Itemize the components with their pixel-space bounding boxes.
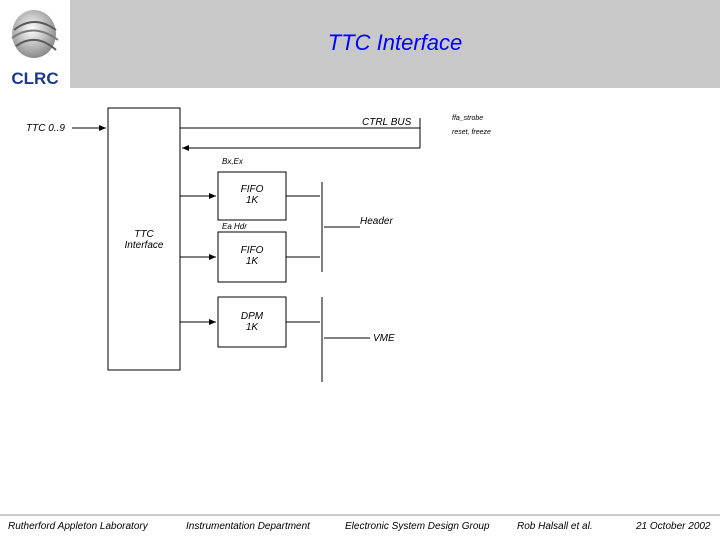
dpm-line1: DPM <box>240 311 264 322</box>
clrc-logo-graphic: CLRC <box>11 10 59 88</box>
header-band <box>0 0 720 88</box>
ttc-interface-label: TTC Interface <box>108 229 180 251</box>
vme-label: VME <box>373 333 395 344</box>
reset-freeze-label: reset, freeze <box>452 129 491 136</box>
footer-author: Rob Halsall et al. <box>517 521 593 532</box>
fifo1-line1: FIFO <box>240 184 264 195</box>
footer-group: Electronic System Design Group <box>345 521 490 532</box>
header-label: Header <box>360 216 393 227</box>
footer-dept: Instrumentation Department <box>186 521 310 532</box>
dpm-label: DPM 1K <box>218 311 286 333</box>
globe-icon <box>12 10 56 58</box>
footer-date: 21 October 2002 <box>636 521 711 532</box>
ctrl-bus-label: CTRL BUS <box>362 117 412 128</box>
ttc-input-label: TTC 0..9 <box>26 123 65 134</box>
globe-swirl <box>11 29 59 41</box>
fifo1-line2: 1K <box>245 195 259 206</box>
bx-ex-label: Bx,Ex <box>222 157 243 166</box>
ttc-interface-block <box>107 107 181 371</box>
fifo2-label: FIFO 1K <box>218 245 286 267</box>
globe-swirl <box>15 39 57 51</box>
globe-swirl <box>13 21 57 31</box>
ffa-strobe-label: ffa_strobe <box>452 115 484 122</box>
dpm-line2: 1K <box>245 322 259 333</box>
logo-text: CLRC <box>11 69 58 88</box>
fifo2-line1: FIFO <box>240 245 264 256</box>
clrc-logo: CLRC <box>0 0 70 88</box>
fifo1-label: FIFO 1K <box>218 184 286 206</box>
fifo2-line2: 1K <box>245 256 259 267</box>
ttc-interface-line1: TTC <box>134 229 154 240</box>
page-title: TTC Interface <box>327 30 463 55</box>
footer-lab: Rutherford Appleton Laboratory <box>8 521 148 532</box>
ttc-interface-line2: Interface <box>124 240 164 251</box>
ea-hdr-label: Ea Hdr <box>222 222 247 231</box>
